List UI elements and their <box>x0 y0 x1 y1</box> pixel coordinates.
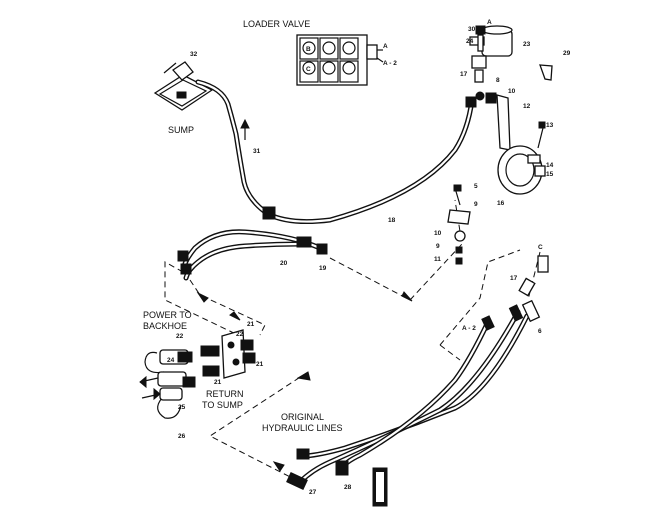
mount-clamp-5 <box>447 184 471 265</box>
callout-16: 16 <box>497 200 505 207</box>
letter-a2-lines: A - 2 <box>462 325 476 332</box>
flow-arrows <box>196 118 413 472</box>
sump-caption: SUMP <box>168 125 194 135</box>
reservoir-tank <box>469 25 513 101</box>
callout-25: 25 <box>178 404 186 411</box>
fittings <box>177 96 549 507</box>
loader-valve <box>296 34 384 86</box>
letter-c-right: C <box>538 244 543 251</box>
original-lines-caption-1: ORIGINAL <box>281 412 324 422</box>
original-line-2 <box>297 309 521 485</box>
backhoe-manifold <box>200 329 256 379</box>
callout-24-top: 24 <box>466 38 474 45</box>
return-to-sump-caption-2: TO SUMP <box>202 400 243 410</box>
callout-10-lower: 10 <box>434 230 442 237</box>
callout-18: 18 <box>388 217 396 224</box>
return-to-sump-caption-1: RETURN <box>206 389 244 399</box>
callout-9-upper: 9 <box>474 201 478 208</box>
callout-32: 32 <box>190 51 198 58</box>
bracket-29 <box>539 64 553 81</box>
quick-couplers <box>139 349 196 419</box>
loader-valve-caption: LOADER VALVE <box>243 19 310 29</box>
valve-port-a: A <box>383 43 388 50</box>
callout-28: 28 <box>344 484 352 491</box>
callout-23: 23 <box>523 41 531 48</box>
line-18 <box>265 97 475 225</box>
power-to-backhoe-caption-1: POWER TO <box>143 310 192 320</box>
valve-port-b: B <box>306 46 311 53</box>
hydraulic-lines <box>180 79 530 485</box>
callout-10-top: 10 <box>508 88 516 95</box>
cap-fitting-30 <box>475 25 486 52</box>
callout-30: 30 <box>468 26 476 33</box>
callout-11: 11 <box>434 256 441 263</box>
callout-9-lower: 9 <box>436 243 440 250</box>
callout-5: 5 <box>474 183 478 190</box>
callout-22-right: 22 <box>236 331 244 338</box>
bolt-13 <box>537 121 546 149</box>
dashed-guides <box>164 199 541 483</box>
callout-17-top: 17 <box>460 71 468 78</box>
original-line-1 <box>302 313 530 459</box>
valve-port-c: C <box>306 66 311 73</box>
letter-a-top: A <box>487 19 492 26</box>
callout-21-upper: 21 <box>247 321 255 328</box>
callout-27: 27 <box>309 489 317 496</box>
callout-6: 6 <box>538 328 542 335</box>
callout-8-top: 8 <box>496 77 500 84</box>
clamp-bracket-12 <box>485 92 546 195</box>
callout-12: 12 <box>523 103 531 110</box>
valve-port-a2: A - 2 <box>383 60 397 67</box>
callout-24-lower: 24 <box>167 357 175 364</box>
callout-29: 29 <box>563 50 571 57</box>
callout-19: 19 <box>319 265 327 272</box>
power-to-backhoe-caption-2: BACKHOE <box>143 321 187 331</box>
callout-15: 15 <box>546 171 554 178</box>
callout-17-right: 17 <box>510 275 518 282</box>
callout-21-side: 21 <box>256 361 264 368</box>
callout-26: 26 <box>178 433 186 440</box>
callout-20: 20 <box>280 260 288 267</box>
callout-21-lower: 21 <box>214 379 222 386</box>
original-lines-caption-2: HYDRAULIC LINES <box>262 423 343 433</box>
callout-31: 31 <box>253 148 261 155</box>
callout-13: 13 <box>546 122 554 129</box>
callout-14: 14 <box>546 162 554 169</box>
callout-22-left: 22 <box>176 333 184 340</box>
part-callouts: 30 24 17 23 29 8 10 12 13 14 15 16 32 31… <box>167 26 571 496</box>
